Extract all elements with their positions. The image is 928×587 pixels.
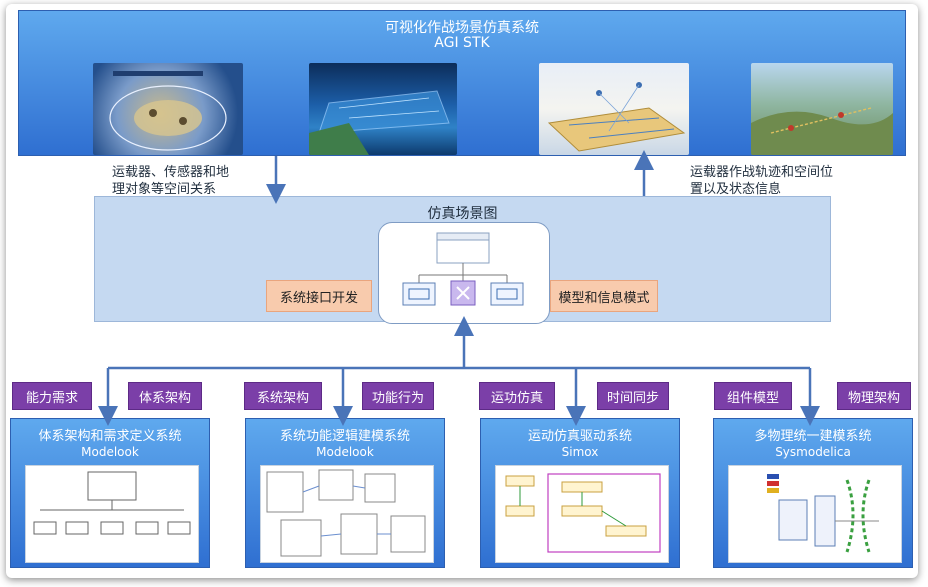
stk-visualization-panel: 可视化作战场景仿真系统 AGI STK — [18, 10, 906, 156]
system-3-art — [505, 473, 661, 553]
tag-motion-sim: 运功仿真 — [479, 382, 555, 410]
system-4-art — [767, 474, 879, 553]
system-1-image — [25, 465, 199, 563]
scenario-image-4 — [751, 63, 893, 155]
system-2-art — [266, 469, 426, 557]
system-3-sub: Simox — [561, 445, 599, 459]
system-motion-simulation: 运动仿真驱动系统 Simox — [480, 418, 680, 568]
scenario-image-2 — [309, 63, 457, 155]
scenario-2-art — [309, 90, 450, 155]
system-function-logic: 系统功能逻辑建模系统 Modelook — [245, 418, 445, 568]
system-2-sub: Modelook — [316, 445, 374, 459]
tag-architecture: 体系架构 — [128, 382, 202, 410]
tag-function: 功能行为 — [362, 382, 434, 410]
tag-physical: 物理架构 — [837, 382, 911, 410]
system-2-image — [260, 465, 434, 563]
left-note-line-2: 理对象等空间关系 — [112, 182, 217, 197]
system-4-title: 多物理统一建模系统 — [754, 429, 872, 444]
system-4-image — [728, 465, 902, 563]
interface-dev-box: 系统接口开发 — [266, 280, 372, 312]
system-1-art — [33, 471, 191, 535]
system-1-title: 体系架构和需求定义系统 — [38, 429, 182, 444]
tag-capability: 能力需求 — [12, 382, 92, 410]
tag-system-arch: 系统架构 — [244, 382, 322, 410]
scenario-3-art — [547, 82, 686, 152]
scenario-image-3 — [539, 63, 689, 155]
left-note: 运载器、传感器和地 理对象等空间关系 — [112, 164, 229, 198]
system-4-sub: Sysmodelica — [775, 445, 851, 459]
system-3-image — [495, 465, 669, 563]
left-note-line-1: 运载器、传感器和地 — [112, 165, 230, 180]
model-info-box: 模型和信息模式 — [550, 280, 658, 312]
scenario-image-1 — [93, 63, 243, 155]
right-note-line-2: 置以及状态信息 — [690, 182, 782, 197]
scenario-1-art — [109, 71, 227, 151]
stk-subtitle: AGI STK — [434, 35, 490, 51]
right-note: 运载器作战轨迹和空间位 置以及状态信息 — [690, 164, 833, 198]
system-3-title: 运动仿真驱动系统 — [527, 429, 632, 444]
scene-graph-panel — [378, 222, 550, 324]
stk-title: 可视化作战场景仿真系统 — [385, 20, 539, 36]
system-1-sub: Modelook — [81, 445, 139, 459]
scene-title: 仿真场景图 — [427, 206, 498, 222]
system-2-title: 系统功能逻辑建模系统 — [279, 429, 410, 444]
system-multi-physics: 多物理统一建模系统 Sysmodelica — [713, 418, 913, 568]
tag-component: 组件模型 — [714, 382, 792, 410]
scene-graph-art — [402, 232, 524, 306]
right-note-line-1: 运载器作战轨迹和空间位 — [690, 165, 834, 180]
system-architecture-requirements: 体系架构和需求定义系统 Modelook — [10, 418, 210, 568]
tag-time-sync: 时间同步 — [597, 382, 669, 410]
scenario-4-art — [751, 107, 893, 155]
